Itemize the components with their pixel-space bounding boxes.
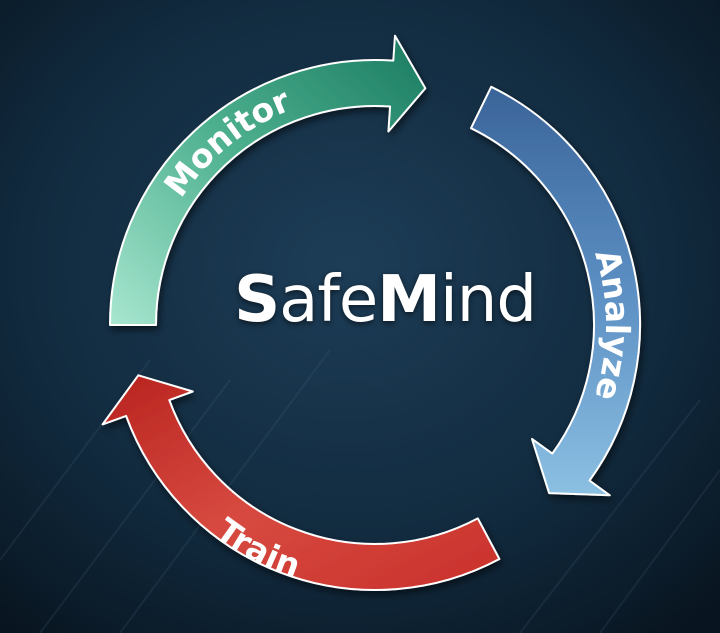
page-title: SafeMind	[195, 268, 575, 332]
train-arrow	[101, 374, 501, 591]
title-part-afe: afe	[279, 263, 378, 337]
title-part-ind: ind	[439, 263, 537, 337]
title-initial-s: S	[234, 263, 280, 337]
analyze-arrow	[470, 85, 641, 497]
monitor-arrow	[109, 34, 427, 326]
title-initial-m: M	[377, 263, 441, 337]
